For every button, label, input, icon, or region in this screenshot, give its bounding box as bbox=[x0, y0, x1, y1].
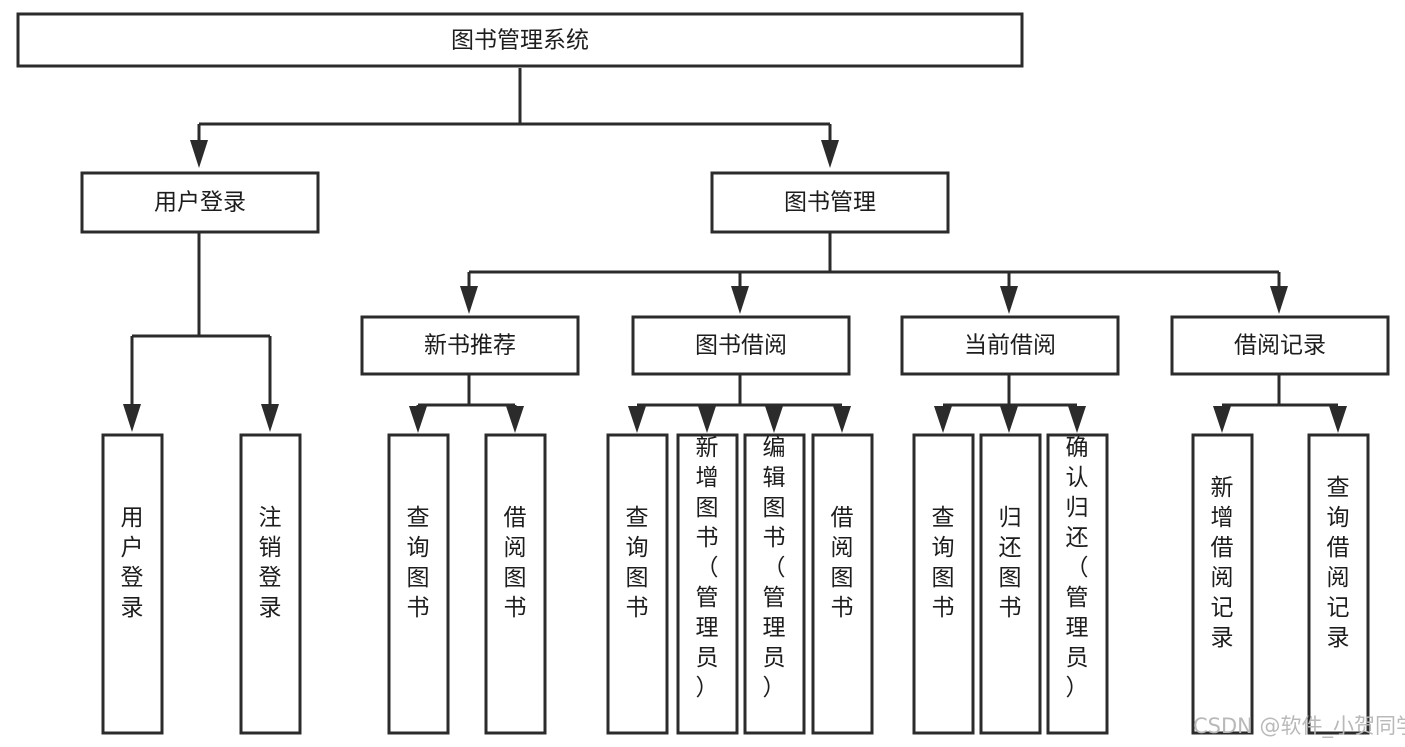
arrow-root-to-book-manage bbox=[821, 140, 839, 168]
arrow-book-borrow-to-leaf1 bbox=[628, 406, 646, 433]
node-leaf-add-borrow-record-label: 新增借阅记录 bbox=[1211, 475, 1234, 651]
node-leaf-borrow-book-box[interactable] bbox=[811, 433, 874, 735]
node-leaf-add-borrow-record[interactable]: 新增借阅记录 bbox=[1191, 433, 1254, 735]
node-borrow-record-label: 借阅记录 bbox=[1234, 333, 1326, 359]
node-leaf-borrow-book[interactable]: 借阅图书 bbox=[811, 433, 874, 735]
node-leaf-query-book-current-box[interactable] bbox=[912, 433, 975, 735]
arrow-book-borrow-to-leaf2 bbox=[698, 406, 716, 433]
csdn-watermark: CSDN @软件_小贺同学 bbox=[1193, 714, 1405, 739]
connector-group-new-book-recommend bbox=[409, 375, 524, 433]
node-leaf-add-book-admin[interactable]: 新增图书（管理员） bbox=[676, 433, 739, 735]
node-leaf-query-book-borrow-box[interactable] bbox=[606, 433, 669, 735]
arrow-book-borrow-to-leaf3 bbox=[765, 406, 783, 433]
node-user-login[interactable]: 用户登录 bbox=[80, 171, 320, 234]
node-book-manage-box[interactable] bbox=[710, 171, 950, 234]
node-leaf-user-login[interactable]: 用户登录 bbox=[101, 433, 164, 735]
node-leaf-confirm-return-admin-label: 确认归还（管理员） bbox=[1066, 435, 1089, 701]
node-leaf-return-book-label: 归还图书 bbox=[999, 505, 1022, 621]
node-leaf-query-book-recommend-box[interactable] bbox=[387, 433, 450, 735]
node-user-login-label: 用户登录 bbox=[154, 190, 246, 216]
node-leaf-query-book-current-label: 查询图书 bbox=[932, 505, 955, 621]
node-root-label: 图书管理系统 bbox=[451, 28, 589, 54]
connector-group-book-manage bbox=[460, 233, 1288, 314]
node-borrow-record-box[interactable] bbox=[1170, 315, 1390, 376]
arrow-borrow-record-to-leaf1 bbox=[1213, 406, 1231, 433]
arrow-current-borrow-to-leaf2 bbox=[1000, 406, 1018, 433]
connector-group-user-login bbox=[123, 233, 279, 432]
arrow-user-login-to-leaf1 bbox=[123, 404, 141, 432]
node-root[interactable]: 图书管理系统 bbox=[16, 12, 1024, 68]
node-leaf-user-login-box[interactable] bbox=[101, 433, 164, 735]
node-leaf-user-login-label: 用户登录 bbox=[121, 505, 144, 621]
node-leaf-query-book-current[interactable]: 查询图书 bbox=[912, 433, 975, 735]
node-new-book-recommend-label: 新书推荐 bbox=[424, 333, 516, 359]
node-leaf-edit-book-admin[interactable]: 编辑图书（管理员） bbox=[743, 433, 806, 735]
node-leaf-query-book-recommend[interactable]: 查询图书 bbox=[387, 433, 450, 735]
arrow-book-borrow-to-leaf4 bbox=[833, 406, 851, 433]
node-book-borrow-label: 图书借阅 bbox=[695, 333, 787, 359]
node-user-login-box[interactable] bbox=[80, 171, 320, 234]
arrow-new-book-to-leaf2 bbox=[506, 406, 524, 433]
node-leaf-borrow-book-label: 借阅图书 bbox=[831, 505, 854, 621]
node-leaf-query-borrow-record-label: 查询借阅记录 bbox=[1327, 475, 1350, 651]
arrow-root-to-user-login bbox=[190, 140, 208, 168]
node-leaf-query-book-borrow[interactable]: 查询图书 bbox=[606, 433, 669, 735]
node-leaf-edit-book-admin-label: 编辑图书（管理员） bbox=[763, 435, 786, 701]
node-root-box[interactable] bbox=[16, 12, 1024, 68]
connector-group-borrow-record bbox=[1213, 375, 1347, 433]
arrow-borrow-record-to-leaf2 bbox=[1329, 406, 1347, 433]
arrow-book-manage-to-borrow-record bbox=[1270, 286, 1288, 314]
node-leaf-logout-label: 注销登录 bbox=[259, 505, 282, 621]
arrow-new-book-to-leaf1 bbox=[409, 406, 427, 433]
node-leaf-edit-book-admin-box[interactable] bbox=[743, 433, 806, 735]
arrow-book-manage-to-current-borrow bbox=[1000, 286, 1018, 314]
connector-group-root bbox=[190, 68, 839, 168]
node-book-borrow[interactable]: 图书借阅 bbox=[631, 315, 851, 376]
connector-group-current-borrow bbox=[934, 375, 1086, 433]
arrow-current-borrow-to-leaf3 bbox=[1068, 406, 1086, 433]
node-leaf-logout[interactable]: 注销登录 bbox=[239, 433, 302, 735]
node-new-book-recommend[interactable]: 新书推荐 bbox=[360, 315, 580, 376]
node-current-borrow-box[interactable] bbox=[900, 315, 1120, 376]
node-book-manage[interactable]: 图书管理 bbox=[710, 171, 950, 234]
connector-group-book-borrow bbox=[628, 375, 851, 433]
node-leaf-return-book[interactable]: 归还图书 bbox=[979, 433, 1042, 735]
node-leaf-logout-box[interactable] bbox=[239, 433, 302, 735]
node-leaf-borrow-book-recommend-box[interactable] bbox=[484, 433, 547, 735]
node-current-borrow-label: 当前借阅 bbox=[964, 333, 1056, 359]
node-leaf-add-book-admin-box[interactable] bbox=[676, 433, 739, 735]
node-current-borrow[interactable]: 当前借阅 bbox=[900, 315, 1120, 376]
node-book-manage-label: 图书管理 bbox=[784, 190, 876, 216]
node-leaf-query-book-recommend-label: 查询图书 bbox=[407, 505, 430, 621]
arrow-book-manage-to-book-borrow bbox=[731, 286, 749, 314]
node-leaf-return-book-box[interactable] bbox=[979, 433, 1042, 735]
node-leaf-borrow-book-recommend-label: 借阅图书 bbox=[504, 505, 527, 621]
node-borrow-record[interactable]: 借阅记录 bbox=[1170, 315, 1390, 376]
node-leaf-confirm-return-admin-box[interactable] bbox=[1046, 433, 1109, 735]
arrow-user-login-to-leaf2 bbox=[261, 404, 279, 432]
arrow-book-manage-to-new-book bbox=[460, 286, 478, 314]
node-leaf-query-book-borrow-label: 查询图书 bbox=[626, 505, 649, 621]
node-leaf-confirm-return-admin[interactable]: 确认归还（管理员） bbox=[1046, 433, 1109, 735]
node-leaf-add-borrow-record-box[interactable] bbox=[1191, 433, 1254, 735]
node-new-book-recommend-box[interactable] bbox=[360, 315, 580, 376]
node-leaf-query-borrow-record[interactable]: 查询借阅记录 bbox=[1307, 433, 1370, 735]
node-leaf-borrow-book-recommend[interactable]: 借阅图书 bbox=[484, 433, 547, 735]
arrow-current-borrow-to-leaf1 bbox=[934, 406, 952, 433]
node-leaf-query-borrow-record-box[interactable] bbox=[1307, 433, 1370, 735]
node-leaf-add-book-admin-label: 新增图书（管理员） bbox=[696, 435, 719, 701]
node-book-borrow-box[interactable] bbox=[631, 315, 851, 376]
